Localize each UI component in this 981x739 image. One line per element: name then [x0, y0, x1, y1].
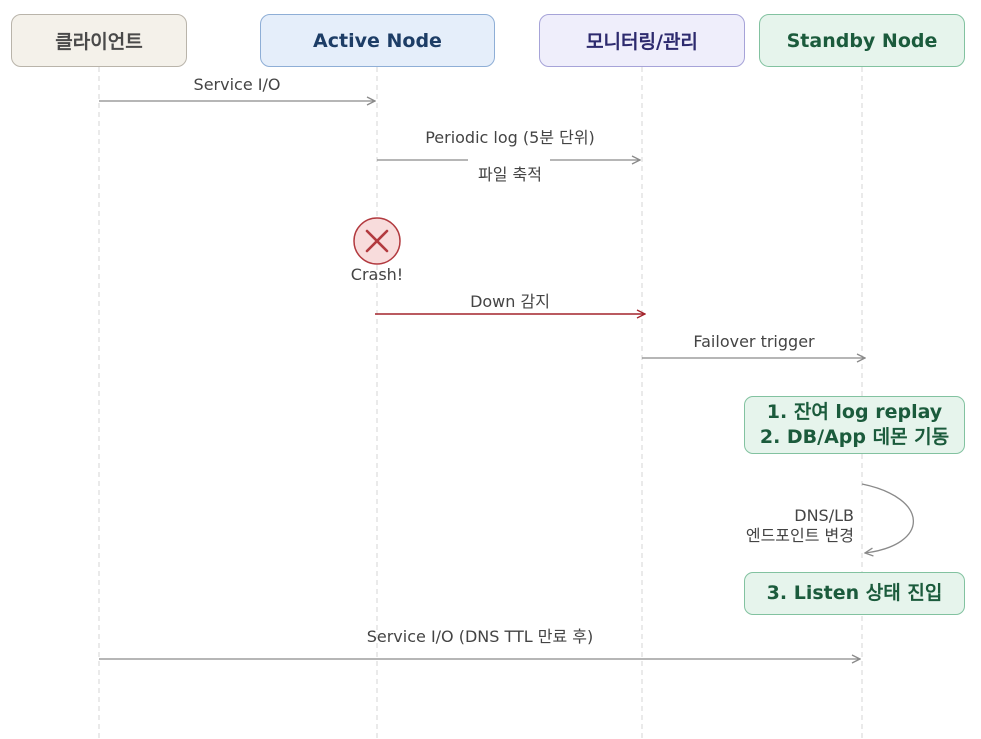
step-box-recovery: 1. 잔여 log replay 2. DB/App 데몬 기동 — [744, 396, 965, 454]
step-box-listen: 3. Listen 상태 진입 — [744, 572, 965, 615]
label-service-io-dns: Service I/O (DNS TTL 만료 후) — [366, 627, 594, 646]
arrow-self-dns — [861, 483, 915, 553]
label-file-accum: 파일 축적 — [478, 165, 542, 184]
label-service-io: Service I/O — [193, 75, 281, 94]
participant-active-node: Active Node — [260, 14, 495, 67]
label-down-detect: Down 감지 — [470, 292, 550, 311]
step-2-label: 2. DB/App 데몬 기동 — [759, 426, 950, 448]
participant-client: 클라이언트 — [11, 14, 187, 67]
label-crash: Crash! — [350, 265, 404, 284]
label-dns-lb-change: DNS/LB 엔드포인트 변경 — [746, 506, 854, 546]
label-failover: Failover trigger — [693, 332, 815, 351]
step-3-label: 3. Listen 상태 진입 — [766, 582, 943, 604]
step-1-label: 1. 잔여 log replay — [766, 401, 943, 423]
label-endpoint-change: 엔드포인트 변경 — [745, 526, 854, 545]
label-periodic-log: Periodic log (5분 단위) — [425, 128, 595, 147]
crash-icon — [353, 217, 401, 265]
label-dns-lb: DNS/LB — [794, 506, 854, 525]
participant-standby-node: Standby Node — [759, 14, 965, 67]
participant-monitoring: 모니터링/관리 — [539, 14, 745, 67]
